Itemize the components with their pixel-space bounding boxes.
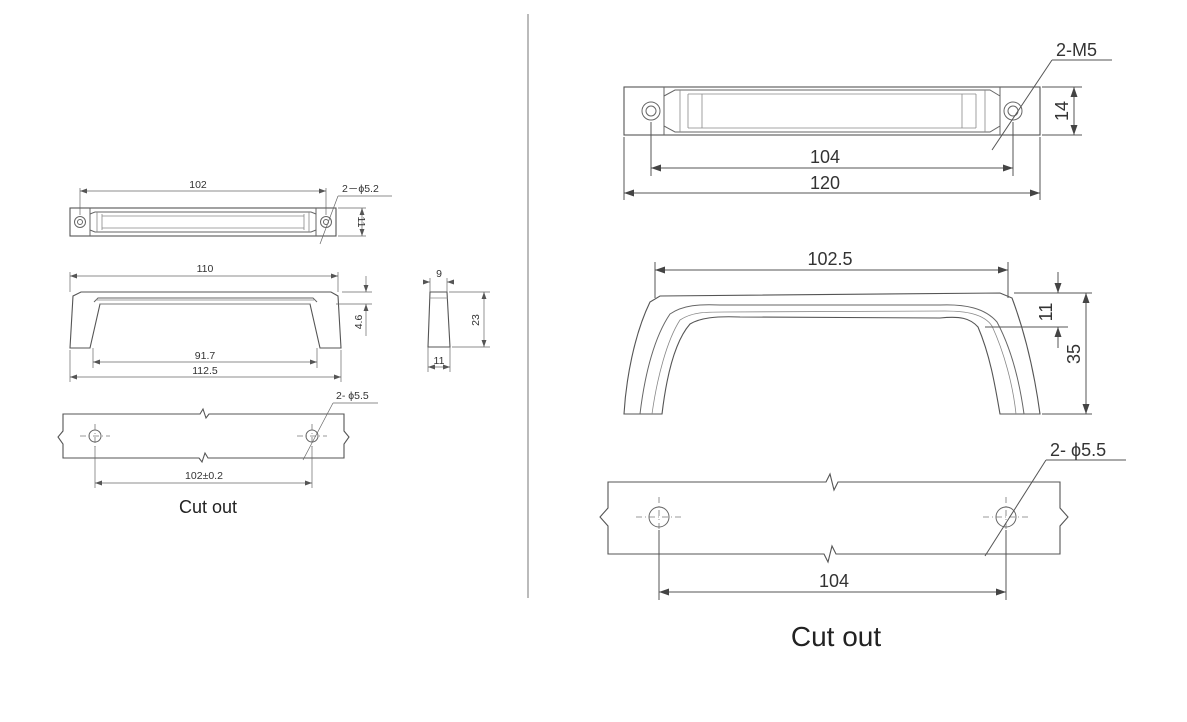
right-front-view: 102.5 11 35 bbox=[623, 249, 1092, 415]
right-top-holes-label: 2-M5 bbox=[1056, 40, 1097, 60]
left-front-view: 110 91.7 112.5 4.6 bbox=[69, 263, 372, 382]
left-front-inner-dim: 91.7 bbox=[195, 350, 216, 362]
left-panel: 102 2－ϕ5.2 11 110 91.7 bbox=[57, 179, 490, 517]
left-front-height-dim: 4.6 bbox=[353, 315, 365, 330]
right-cutout-holes-label: 2- ϕ5.5 bbox=[1050, 440, 1106, 460]
right-cutout-spacing-dim: 104 bbox=[819, 571, 849, 591]
right-panel: 2-M5 14 104 120 102.5 bbox=[599, 40, 1126, 652]
right-top-height-dim: 14 bbox=[1052, 101, 1072, 121]
left-top-overall-dim: 102 bbox=[189, 179, 207, 191]
right-cutout-caption: Cut out bbox=[791, 621, 881, 652]
left-front-overall-dim: 110 bbox=[197, 263, 214, 275]
left-cutout-spacing-dim: 102±0.2 bbox=[185, 470, 223, 482]
right-top-overall-dim: 120 bbox=[810, 173, 840, 193]
left-side-height-dim: 23 bbox=[470, 314, 482, 326]
left-cutout-caption: Cut out bbox=[179, 497, 237, 517]
left-top-view: 102 2－ϕ5.2 11 bbox=[69, 179, 392, 245]
left-side-bottom-width-dim: 11 bbox=[434, 355, 445, 367]
left-side-view: 9 11 23 bbox=[423, 268, 490, 372]
left-cutout-holes-label: 2- ϕ5.5 bbox=[336, 390, 369, 402]
left-top-holes-label: 2－ϕ5.2 bbox=[342, 183, 379, 195]
right-front-thickness-dim: 11 bbox=[1036, 303, 1056, 322]
right-cutout-view: 2- ϕ5.5 104 Cut out bbox=[599, 440, 1126, 652]
left-top-height-dim: 11 bbox=[355, 217, 367, 228]
right-top-spacing-dim: 104 bbox=[810, 147, 840, 167]
left-front-outer-dim: 112.5 bbox=[192, 365, 218, 377]
right-front-height-dim: 35 bbox=[1064, 344, 1084, 364]
right-front-span-dim: 102.5 bbox=[807, 249, 852, 269]
right-top-view: 2-M5 14 104 120 bbox=[623, 40, 1112, 200]
left-cutout-view: 2- ϕ5.5 102±0.2 Cut out bbox=[57, 390, 378, 517]
left-side-top-width-dim: 9 bbox=[436, 268, 442, 280]
